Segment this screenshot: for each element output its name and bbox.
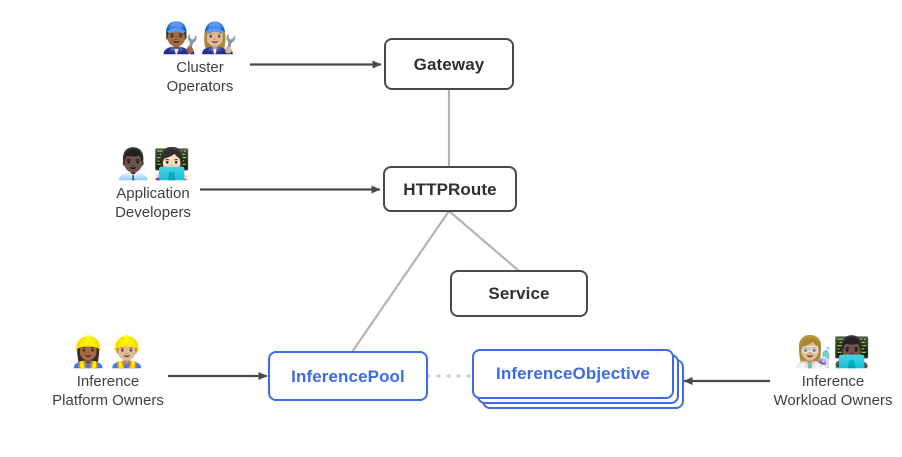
node-service[interactable]: Service	[450, 270, 588, 317]
application-developers-caption: Application Developers	[115, 185, 191, 221]
edge-httproute-to-inferencepool	[351, 210, 450, 353]
inference-platform-owners-emoji: 👷🏾‍♀️👷🏼‍♂️	[69, 336, 147, 369]
node-httproute-label: HTTPRoute	[403, 179, 497, 199]
actor-cluster-operators: 👨🏾‍🔧👩🏼‍🔧 Cluster Operators	[132, 22, 268, 96]
node-httproute[interactable]: HTTPRoute	[383, 166, 517, 212]
edge-httproute-to-service	[448, 210, 520, 272]
node-gateway-label: Gateway	[413, 54, 485, 74]
inference-workload-owners-emoji: 👩🏼‍🔬👨🏿‍💻	[794, 336, 872, 369]
node-gateway[interactable]: Gateway	[384, 38, 514, 90]
node-inferenceobjective[interactable]: InferenceObjective	[472, 349, 684, 411]
actor-inference-workload-owners: 👩🏼‍🔬👨🏿‍💻 Inference Workload Owners	[766, 336, 900, 410]
cluster-operators-emoji: 👨🏾‍🔧👩🏼‍🔧	[161, 22, 239, 55]
actor-inference-platform-owners: 👷🏾‍♀️👷🏼‍♂️ Inference Platform Owners	[14, 336, 202, 410]
node-inferencepool[interactable]: InferencePool	[268, 351, 428, 401]
inference-workload-owners-caption: Inference Workload Owners	[773, 373, 893, 409]
node-inferenceobjective-label: InferenceObjective	[496, 364, 650, 383]
actor-application-developers: 👨🏿‍💼👩🏻‍💻 Application Developers	[62, 148, 244, 222]
application-developers-emoji: 👨🏿‍💼👩🏻‍💻	[114, 148, 192, 181]
inferenceobjective-stack-layer-front	[472, 349, 674, 399]
node-service-label: Service	[488, 284, 550, 303]
cluster-operators-caption: Cluster Operators	[166, 59, 234, 95]
node-inferencepool-label: InferencePool	[291, 366, 405, 386]
inference-platform-owners-caption: Inference Platform Owners	[52, 373, 164, 409]
